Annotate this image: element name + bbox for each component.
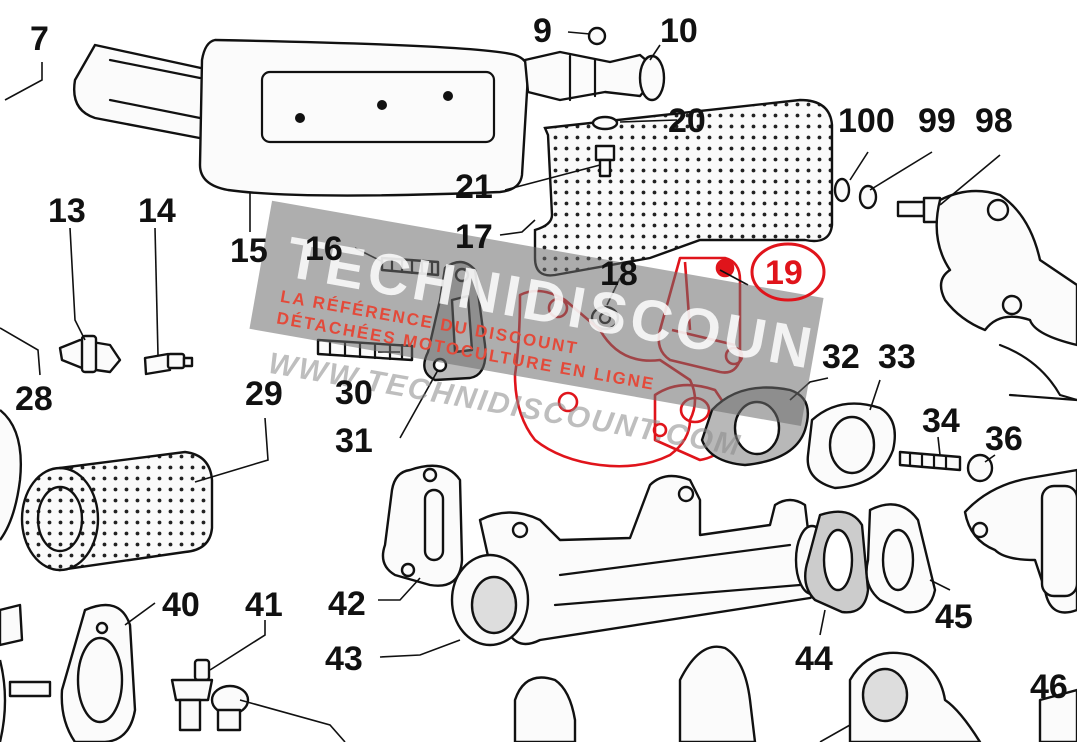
part-10-elbow bbox=[523, 50, 666, 102]
label-part-32: 32 bbox=[822, 338, 860, 376]
label-part-19-callout: 19 bbox=[750, 242, 826, 302]
label-part-18: 18 bbox=[600, 255, 638, 293]
part-34-stud bbox=[898, 450, 962, 472]
label-part-13: 13 bbox=[48, 192, 86, 230]
label-part-16: 16 bbox=[305, 230, 343, 268]
part-33-gasket bbox=[806, 402, 897, 490]
part-45-gasket bbox=[865, 503, 937, 614]
label-part-43: 43 bbox=[325, 640, 363, 678]
label-part-30: 30 bbox=[335, 374, 373, 412]
label-part-19: 19 bbox=[765, 254, 803, 292]
part-99-washer bbox=[858, 184, 878, 210]
label-part-14: 14 bbox=[138, 192, 176, 230]
label-part-15: 15 bbox=[230, 232, 268, 270]
label-part-20: 20 bbox=[668, 102, 706, 140]
label-part-17: 17 bbox=[455, 218, 493, 256]
part-28-bracket bbox=[0, 409, 22, 541]
label-part-41: 41 bbox=[245, 586, 283, 624]
label-part-10: 10 bbox=[660, 12, 698, 50]
label-part-36: 36 bbox=[985, 420, 1023, 458]
left-edge-parts bbox=[0, 603, 52, 742]
label-part-99: 99 bbox=[918, 102, 956, 140]
label-part-33: 33 bbox=[878, 338, 916, 376]
label-part-42: 42 bbox=[328, 585, 366, 623]
right-manifold-casting bbox=[935, 189, 1077, 402]
label-part-34: 34 bbox=[922, 402, 960, 440]
label-part-21: 21 bbox=[455, 168, 493, 206]
part-42-plate bbox=[381, 464, 464, 587]
part-44-gasket bbox=[804, 510, 870, 614]
label-part-9: 9 bbox=[533, 12, 552, 50]
label-part-98: 98 bbox=[975, 102, 1013, 140]
right-lower-casting bbox=[963, 468, 1077, 614]
label-part-31: 31 bbox=[335, 422, 373, 460]
part-14-sensor bbox=[143, 352, 194, 376]
label-part-28: 28 bbox=[15, 380, 53, 418]
bottom-castings bbox=[513, 645, 1077, 742]
part-20-washer bbox=[591, 115, 619, 131]
part-labels: 7 9 10 13 14 15 16 17 18 19 20 21 28 29 … bbox=[15, 12, 1068, 706]
part-21-screw bbox=[594, 144, 616, 178]
label-part-7: 7 bbox=[30, 20, 49, 58]
label-part-40: 40 bbox=[162, 586, 200, 624]
part-41-sensor bbox=[170, 658, 250, 732]
part-43-manifold bbox=[450, 474, 832, 647]
part-13-fitting bbox=[58, 334, 122, 374]
label-part-45: 45 bbox=[935, 598, 973, 636]
label-part-29: 29 bbox=[245, 375, 283, 413]
part-9-nut bbox=[587, 26, 607, 46]
part-15-muffler bbox=[73, 38, 530, 197]
label-part-44: 44 bbox=[795, 640, 833, 678]
label-part-46: 46 bbox=[1030, 668, 1068, 706]
part-100-washer bbox=[833, 177, 851, 203]
label-part-100: 100 bbox=[838, 102, 895, 140]
part-17-heat-shield bbox=[533, 98, 834, 277]
part-40-flange bbox=[60, 603, 137, 742]
part-29-filter bbox=[20, 450, 214, 572]
